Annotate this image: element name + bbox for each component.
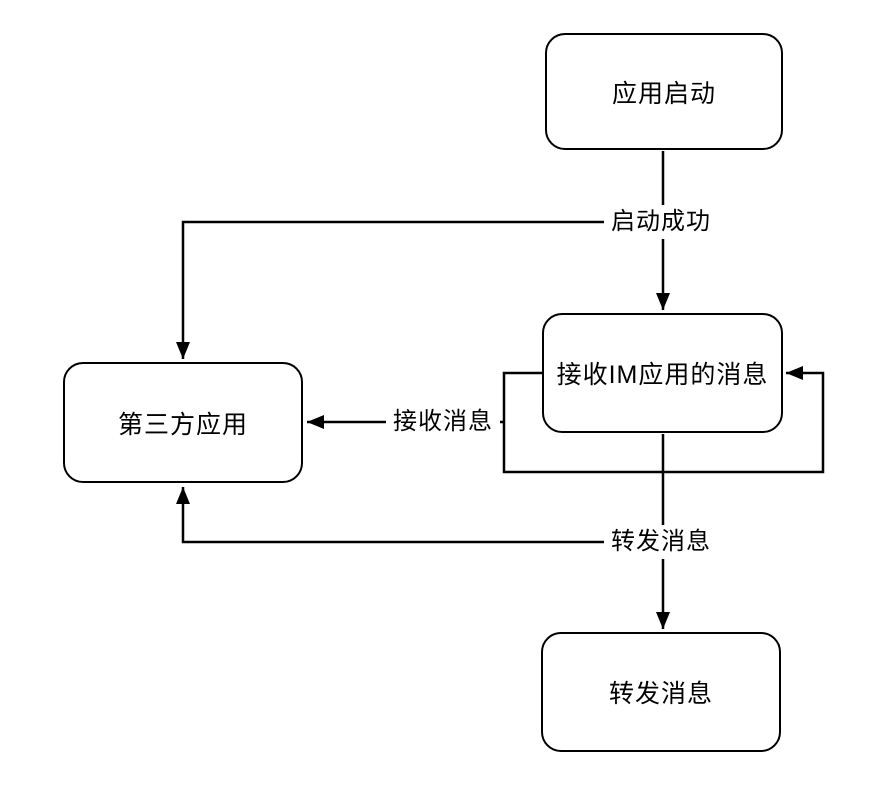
node-receive-im-message: 接收IM应用的消息 bbox=[542, 313, 783, 433]
node-forward-message-label: 转发消息 bbox=[608, 680, 713, 708]
edge-label-start-success: 启动成功 bbox=[604, 205, 718, 239]
edge-label-forward-message: 转发消息 bbox=[604, 525, 718, 559]
node-forward-message: 转发消息 bbox=[541, 632, 781, 752]
node-third-party-app: 第三方应用 bbox=[63, 362, 303, 483]
edge-forward-branch-line bbox=[176, 487, 663, 544]
node-app-start-label: 应用启动 bbox=[611, 79, 716, 108]
edge-label-receive-message: 接收消息 bbox=[386, 405, 500, 439]
node-app-start: 应用启动 bbox=[545, 33, 783, 150]
node-third-party-app-label: 第三方应用 bbox=[117, 410, 248, 439]
node-receive-im-message-label: 接收IM应用的消息 bbox=[556, 361, 769, 389]
